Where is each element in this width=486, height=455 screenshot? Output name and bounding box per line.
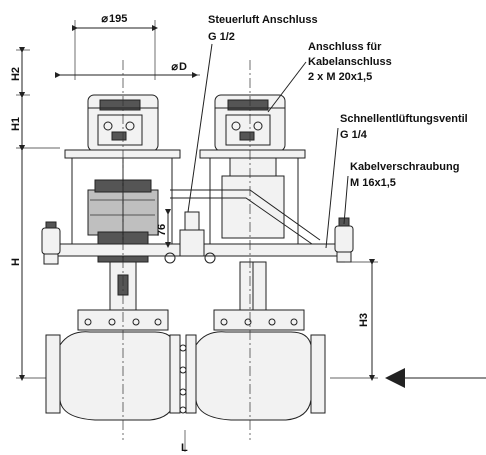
callout-cable-connection: Anschluss für Kabelanschluss 2 x M 20x1,…: [267, 41, 392, 113]
dimension-top-width: ⌀ 195: [72, 13, 158, 80]
cable-gland-title: Kabelverschraubung: [350, 161, 459, 173]
diameter-d-symbol: ⌀: [171, 61, 178, 73]
stems: [109, 261, 267, 311]
quick-vent-value: G 1/4: [340, 129, 368, 141]
control-air-title: Steuerluft Anschluss: [208, 14, 318, 26]
dimension-diameter-d: ⌀ D: [55, 61, 200, 78]
dim-h2-label: H2: [10, 67, 22, 81]
callout-control-air: Steuerluft Anschluss G 1/2: [187, 14, 318, 213]
dimension-h1: H1: [10, 92, 60, 151]
valve-body-right: [185, 309, 326, 421]
fitting-left: [41, 221, 61, 265]
dimension-76: 76: [156, 209, 171, 248]
dim-h-label: H: [10, 258, 22, 266]
cable-connection-title1: Anschluss für: [308, 41, 382, 53]
dim-l-label: L: [181, 442, 188, 454]
valve-body-left: [45, 309, 181, 421]
dimension-h3: H3: [330, 259, 378, 381]
fitting-right: [334, 217, 354, 263]
cable-connection-value: 2 x M 20x1,5: [308, 71, 372, 83]
dim-top-width-label: 195: [109, 13, 127, 25]
dim-h3-label: H3: [358, 313, 370, 327]
cable-gland-value: M 16x1,5: [350, 177, 396, 189]
flow-arrow-icon: [385, 368, 486, 388]
center-flange-bolts: [179, 344, 187, 414]
dimension-h2: H2: [10, 47, 30, 98]
dim-h1-label: H1: [10, 117, 22, 131]
dim-d-label: D: [179, 61, 187, 73]
cable-connection-title2: Kabelanschluss: [308, 56, 392, 68]
quick-vent-title: Schnellentlüftungsventil: [340, 113, 468, 125]
dimension-h: H: [10, 145, 50, 381]
diameter-symbol: ⌀: [101, 13, 108, 25]
callout-quick-vent: Schnellentlüftungsventil G 1/4: [325, 113, 468, 249]
fitting-center: [164, 211, 216, 264]
callout-cable-gland: Kabelverschraubung M 16x1,5: [343, 161, 459, 225]
control-air-value: G 1/2: [208, 31, 235, 43]
dim-76-label: 76: [156, 224, 168, 236]
